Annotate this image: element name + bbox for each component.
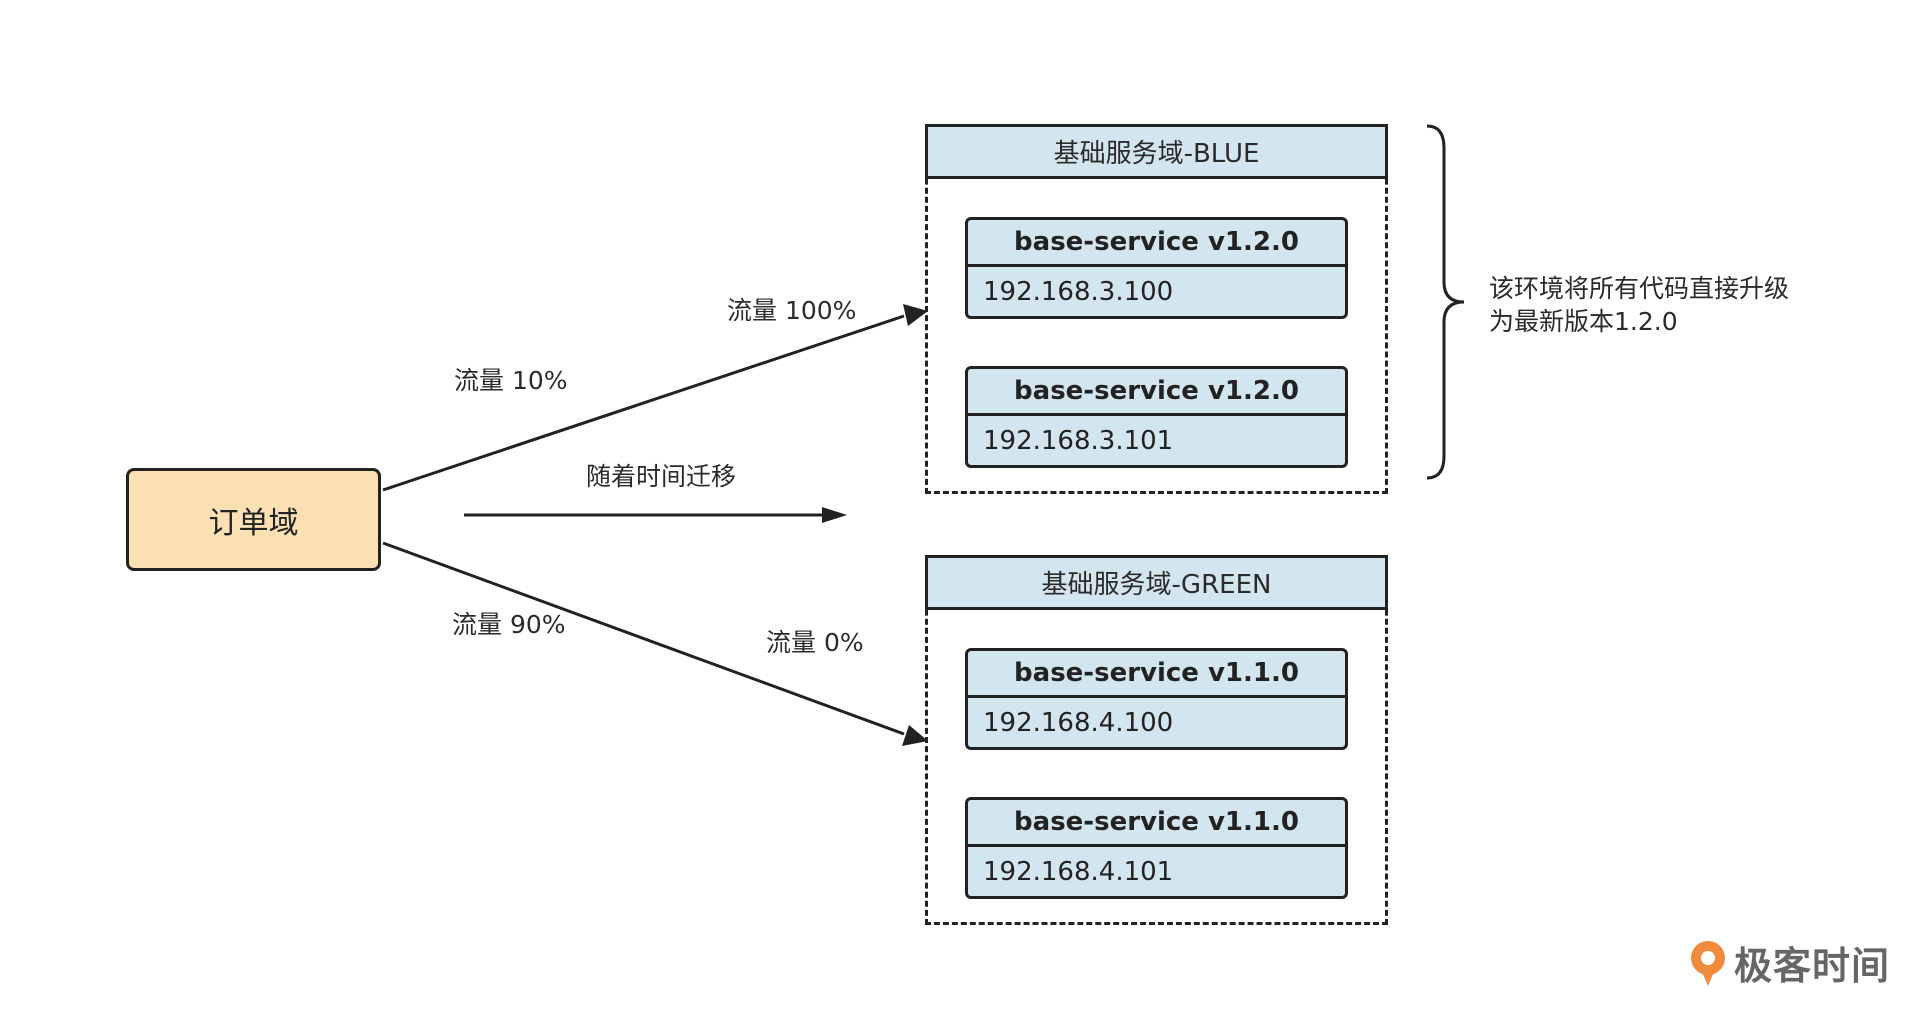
service-name: base-service v1.2.0 — [968, 369, 1345, 416]
green-service-2: base-service v1.1.0 192.168.4.101 — [965, 797, 1348, 899]
green-domain-title: 基础服务域-GREEN — [925, 555, 1388, 610]
service-ip: 192.168.4.100 — [983, 707, 1174, 738]
blue-service-2: base-service v1.2.0 192.168.3.101 — [965, 366, 1348, 468]
note-line-2: 为最新版本1.2.0 — [1489, 307, 1678, 336]
time-arrowhead — [822, 507, 847, 523]
traffic-label-lower-after: 流量 0% — [766, 628, 864, 657]
service-ip: 192.168.3.100 — [983, 276, 1174, 307]
order-domain-label: 订单域 — [208, 505, 299, 541]
service-ip: 192.168.3.101 — [983, 425, 1174, 456]
curly-brace — [1426, 124, 1465, 480]
blue-domain-title: 基础服务域-BLUE — [925, 124, 1388, 179]
service-name: base-service v1.2.0 — [968, 220, 1345, 267]
blue-service-1: base-service v1.2.0 192.168.3.100 — [965, 217, 1348, 319]
green-domain: 基础服务域-GREEN base-service v1.1.0 192.168.… — [925, 555, 1388, 925]
service-ip: 192.168.4.101 — [983, 856, 1174, 887]
arrowhead-green — [902, 725, 928, 746]
flow-arrow-blue — [382, 314, 905, 492]
flow-arrow-green — [382, 541, 905, 736]
note-line-1: 该环境将所有代码直接升级 — [1489, 274, 1790, 303]
traffic-label-upper-before: 流量 10% — [454, 366, 568, 395]
green-service-1: base-service v1.1.0 192.168.4.100 — [965, 648, 1348, 750]
traffic-label-upper-after: 流量 100% — [727, 296, 857, 325]
geektime-logo-icon — [1691, 940, 1725, 986]
traffic-label-lower-before: 流量 90% — [452, 610, 566, 639]
brand-watermark: 极客时间 — [1686, 935, 1890, 990]
order-domain-box: 订单域 — [126, 468, 381, 571]
blue-domain: 基础服务域-BLUE base-service v1.2.0 192.168.3… — [925, 124, 1388, 494]
service-name: base-service v1.1.0 — [968, 651, 1345, 698]
time-migration-label: 随着时间迁移 — [586, 462, 737, 491]
arrowhead-blue — [903, 304, 928, 326]
service-name: base-service v1.1.0 — [968, 800, 1345, 847]
brand-name: 极客时间 — [1734, 944, 1891, 988]
